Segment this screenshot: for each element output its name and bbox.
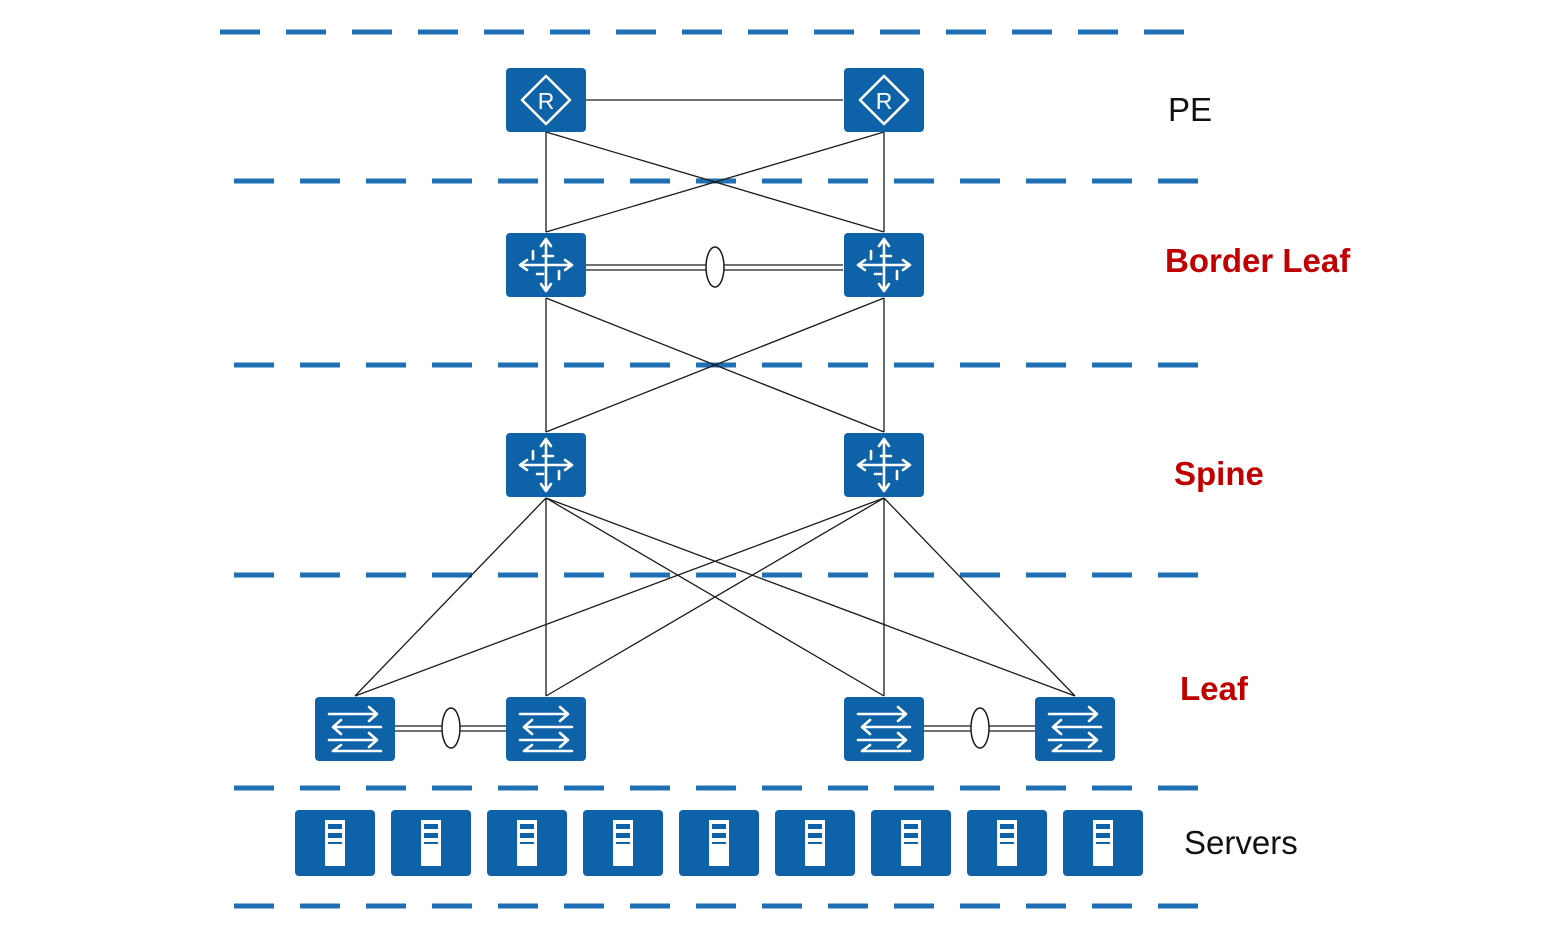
spine-leaf-link [354, 497, 547, 697]
link-aggregation-marker [970, 707, 990, 749]
spine-leaf-link [545, 497, 885, 697]
layer-label-leaf: Leaf [1180, 670, 1249, 707]
spine-leaf-link [354, 497, 885, 697]
layer-label-border-leaf: Border Leaf [1165, 242, 1351, 279]
core-switch-icon [842, 231, 926, 299]
core-switch-icon [842, 431, 926, 499]
layer-label-pe: PE [1168, 91, 1212, 128]
server-icon [1063, 810, 1143, 876]
access-switch-icon [842, 695, 926, 763]
spine-leaf-link [545, 497, 1076, 697]
servers-layer [295, 810, 1143, 876]
core-switch-icon [504, 231, 588, 299]
router-icon [842, 66, 926, 134]
access-switch-icon [504, 695, 588, 763]
pe-border-leaf-link [545, 131, 885, 233]
layer-label-spine: Spine [1174, 455, 1264, 492]
server-icon [679, 810, 759, 876]
link-aggregation-marker [705, 246, 725, 288]
core-switch-icon [504, 431, 588, 499]
access-switch-icon [1033, 695, 1117, 763]
leaf-layer [313, 695, 1117, 763]
server-icon [295, 810, 375, 876]
spine-leaf-link [883, 497, 1076, 697]
server-icon [967, 810, 1047, 876]
router-icon [504, 66, 588, 134]
link-aggregation-marker [441, 707, 461, 749]
layer-separators [220, 29, 1218, 909]
links [354, 99, 1076, 749]
layer-label-servers: Servers [1184, 824, 1298, 861]
server-icon [871, 810, 951, 876]
access-switch-icon [313, 695, 397, 763]
server-icon [775, 810, 855, 876]
border-leaf-spine-link [545, 297, 885, 433]
spine-layer [504, 431, 926, 499]
server-icon [583, 810, 663, 876]
server-icon [391, 810, 471, 876]
server-icon [487, 810, 567, 876]
